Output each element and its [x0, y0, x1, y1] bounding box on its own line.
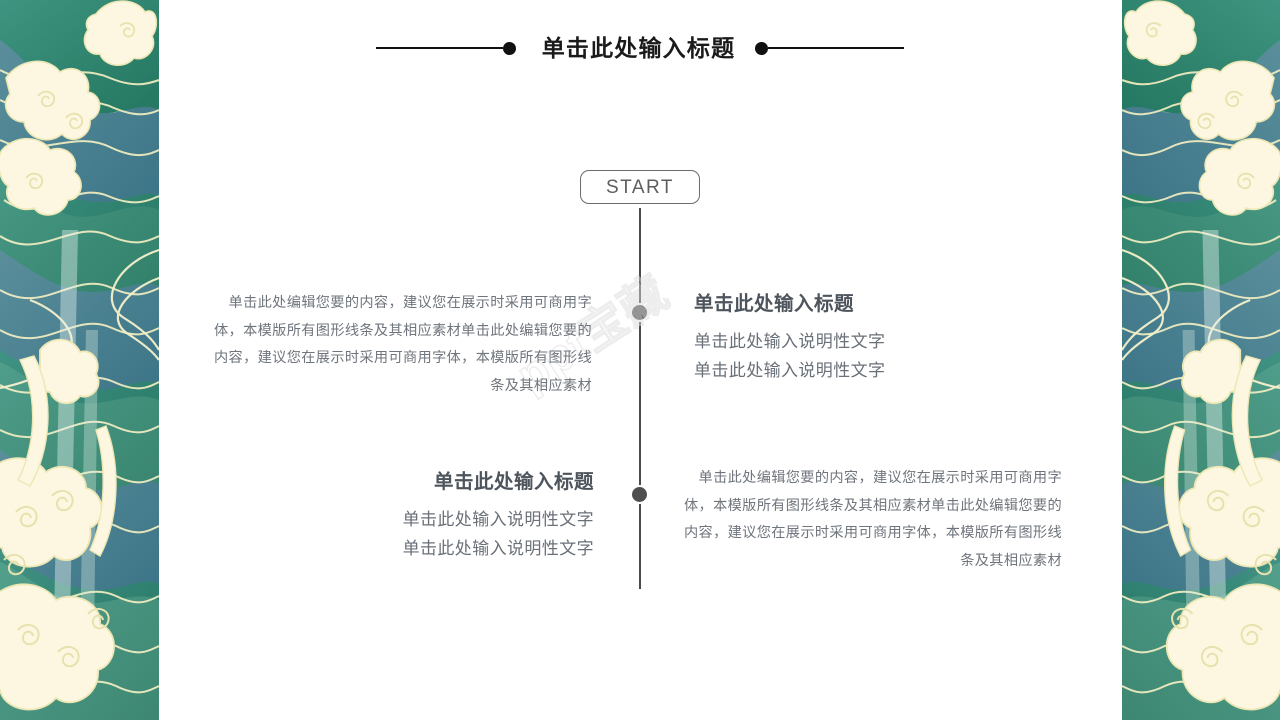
start-button[interactable]: START	[580, 170, 700, 204]
right-bottom-paragraph: 单击此处编辑您要的内容，建议您在展示时采用可商用字体，本模版所有图形线条及其相应…	[684, 470, 1062, 570]
header-rule-right	[768, 47, 905, 49]
start-button-label: START	[605, 176, 675, 198]
content-block-left-bottom: 单击此处输入标题 单击此处输入说明性文字 单击此处输入说明性文字	[250, 468, 594, 564]
right-top-line-2: 单击此处输入说明性文字	[694, 361, 886, 381]
timeline-axis	[639, 208, 641, 589]
timeline-node-2[interactable]	[629, 485, 649, 504]
header-dot-right-icon	[755, 41, 769, 55]
right-decorative-artwork	[1122, 0, 1280, 720]
content-block-right-top: 单击此处输入标题 单击此处输入说明性文字 单击此处输入说明性文字	[694, 290, 1074, 386]
header-rule-left	[375, 47, 503, 49]
right-top-line-1: 单击此处输入说明性文字	[694, 332, 886, 352]
content-block-right-bottom: 单击此处编辑您要的内容，建议您在展示时采用可商用字体，本模版所有图形线条及其相应…	[684, 465, 1062, 576]
timeline-node-1[interactable]	[629, 303, 649, 322]
content-block-left-top: 单击此处编辑您要的内容，建议您在展示时采用可商用字体，本模版所有图形线条及其相应…	[214, 290, 592, 401]
left-bottom-line-1: 单击此处输入说明性文字	[402, 510, 594, 530]
left-bottom-title: 单击此处输入标题	[433, 471, 594, 493]
left-top-paragraph: 单击此处编辑您要的内容，建议您在展示时采用可商用字体，本模版所有图形线条及其相应…	[214, 295, 592, 395]
left-bottom-line-2: 单击此处输入说明性文字	[402, 539, 594, 559]
right-top-title: 单击此处输入标题	[694, 293, 855, 315]
left-decorative-artwork	[0, 0, 159, 720]
slide-header: 单击此处输入标题	[0, 28, 1280, 68]
page-title: 单击此处输入标题	[541, 34, 736, 61]
header-dot-left-icon	[502, 41, 516, 55]
